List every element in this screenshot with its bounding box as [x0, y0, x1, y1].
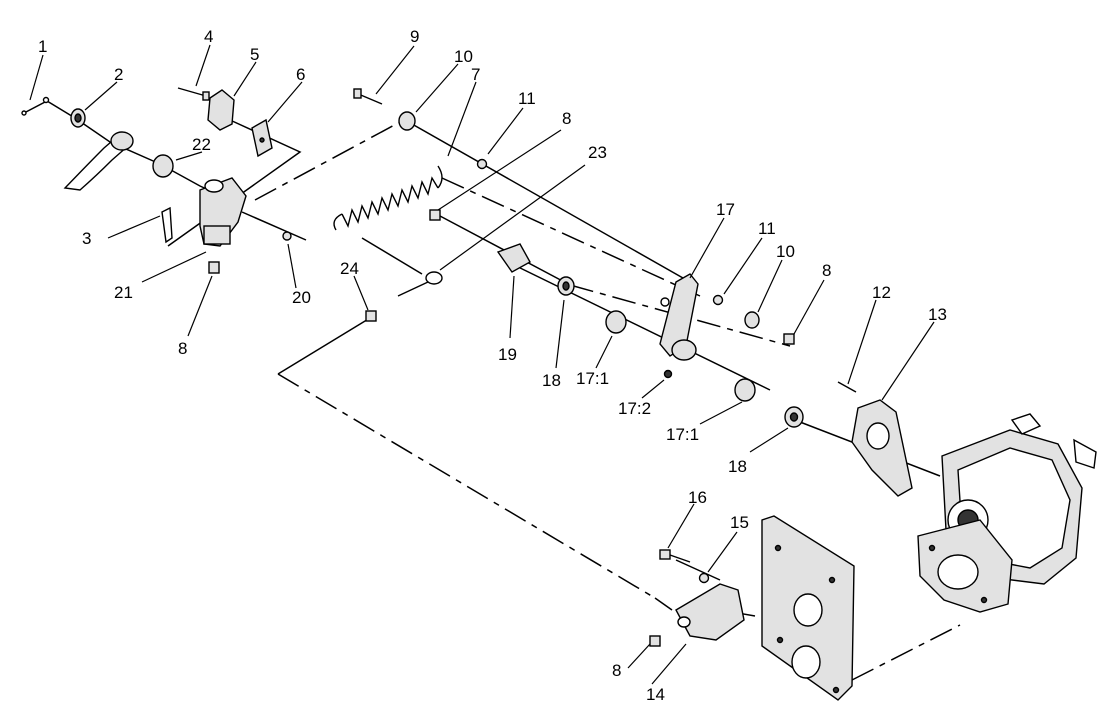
leader-lines	[29, 44, 935, 685]
callout-6: 6	[296, 65, 305, 84]
callout-5: 5	[250, 45, 259, 64]
part-22-bushing	[152, 154, 174, 178]
part-4-screw	[177, 87, 210, 101]
part-6-plate	[251, 118, 273, 158]
callout-4: 4	[204, 27, 213, 46]
part-20-nut	[282, 231, 292, 241]
callout-8: 8	[178, 339, 187, 358]
part-15-washer	[698, 572, 710, 584]
part-8-nut-d	[649, 635, 661, 647]
part-8-nut	[208, 261, 220, 274]
callout-18: 18	[542, 371, 561, 390]
callout-3: 3	[82, 229, 91, 248]
part-17-2-fitting	[663, 369, 673, 379]
part-11-washer	[476, 158, 488, 170]
part-5-block	[207, 89, 235, 131]
pump-assembly	[917, 413, 1097, 613]
part-12-bolt	[837, 381, 857, 393]
callout-1: 1	[38, 37, 47, 56]
callout-17-2: 17:2	[618, 399, 651, 418]
part-23-rod-end	[397, 271, 443, 297]
part-17-1-bushing-b	[734, 378, 756, 402]
callout-8: 8	[822, 261, 831, 280]
part-17-1-bushing	[605, 310, 627, 334]
callout-17-1: 17:1	[666, 425, 699, 444]
callout-23: 23	[588, 143, 607, 162]
callout-20: 20	[292, 288, 311, 307]
callout-24: 24	[340, 259, 359, 278]
part-18-washer	[557, 276, 575, 296]
part-21-lever-bracket	[199, 177, 247, 247]
part-1-cotter-pin	[21, 96, 50, 116]
part-11-washer-b	[712, 294, 724, 306]
callout-22: 22	[192, 135, 211, 154]
callout-labels: 1 2 3 4 5 6 7 8 8 8 8 9 10 10 11 11 12 1…	[38, 27, 947, 704]
callout-15: 15	[730, 513, 749, 532]
part-14-bracket	[675, 583, 745, 641]
callout-18: 18	[728, 457, 747, 476]
part-10-washer-b	[744, 311, 760, 329]
callout-13: 13	[928, 305, 947, 324]
part-8-nut-c	[783, 333, 795, 345]
callout-2: 2	[114, 65, 123, 84]
callout-14: 14	[646, 685, 665, 704]
callout-11: 11	[518, 89, 536, 108]
part-24-nut	[365, 310, 377, 322]
part-18-washer-b	[784, 406, 804, 428]
mounting-plate	[761, 515, 855, 701]
callout-10: 10	[776, 242, 795, 261]
callout-8: 8	[612, 661, 621, 680]
callout-7: 7	[471, 65, 480, 84]
part-2-washer	[70, 108, 86, 128]
part-9-bolt	[353, 88, 383, 105]
callout-9: 9	[410, 27, 419, 46]
part-19-stud	[496, 243, 531, 273]
callout-17-1: 17:1	[576, 369, 609, 388]
part-16-bolt	[659, 549, 691, 563]
part-7-spring	[333, 165, 443, 231]
control-rod	[63, 131, 134, 191]
callout-8: 8	[562, 109, 571, 128]
callout-17: 17	[716, 200, 735, 219]
callout-11: 11	[758, 219, 776, 238]
callout-16: 16	[688, 488, 707, 507]
callout-10: 10	[454, 47, 473, 66]
part-10-washer	[398, 111, 416, 131]
part-13-gasket	[851, 399, 913, 497]
part-3-pin	[161, 206, 173, 244]
part-17-arm	[659, 273, 699, 361]
callout-12: 12	[872, 283, 891, 302]
callout-19: 19	[498, 345, 517, 364]
part-8-nut-b	[429, 209, 441, 221]
callout-21: 21	[114, 283, 133, 302]
